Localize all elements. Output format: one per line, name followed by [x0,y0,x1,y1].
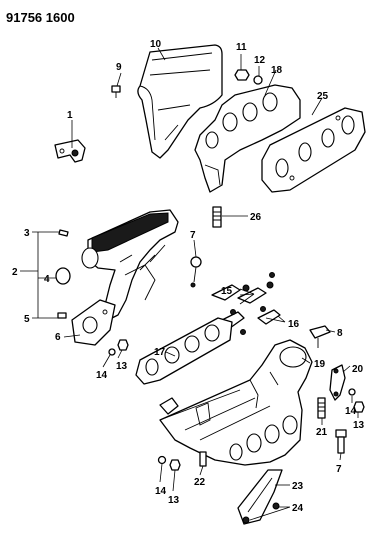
callout-13-right: 13 [353,420,365,431]
stud-26 [212,206,222,228]
washer-14-lower [157,455,167,465]
callout-21: 21 [316,427,328,438]
nut-12 [253,75,263,85]
callout-7-lower: 7 [336,464,342,475]
callout-11: 11 [236,42,247,53]
fitting-8 [309,325,331,348]
callout-9: 9 [116,62,122,73]
callouts: 1 2 3 4 5 6 7 7 8 9 10 11 12 13 13 13 14… [12,39,365,514]
callout-12: 12 [254,55,266,66]
callout-19: 19 [314,359,326,370]
callout-24: 24 [292,503,304,514]
callout-8: 8 [337,328,343,339]
nut-11 [234,69,250,81]
washer-14-upper [108,348,116,356]
exhaust-gasket [261,107,366,193]
callout-2: 2 [12,267,18,278]
callout-17: 17 [154,347,166,358]
callout-26: 26 [250,212,262,223]
callout-1: 1 [67,110,73,121]
callout-6: 6 [55,332,61,343]
nut-13-right [353,401,365,413]
plenum-gasket [71,299,116,346]
bracket-20 [329,364,346,401]
bolt-24 [242,502,280,524]
callout-3: 3 [24,228,30,239]
intake-plenum [81,209,179,321]
figure-id: 91756 1600 [6,10,75,25]
bracket-1 [54,139,86,163]
callout-4: 4 [44,274,50,285]
callout-18: 18 [271,65,283,76]
callout-16: 16 [288,319,300,330]
plug-4 [55,267,71,285]
washer-14-right [348,388,356,396]
bolt-9 [111,85,121,98]
heat-shield-lower [237,469,283,525]
callout-15: 15 [221,286,233,297]
nut-13-lower [169,459,181,471]
callout-13-upper: 13 [116,361,128,372]
screw-3 [58,229,69,237]
intake-gasket [135,317,233,385]
exhaust-manifold [194,84,301,193]
callout-14-upper: 14 [96,370,108,381]
callout-20: 20 [352,364,364,375]
intake-manifold-lower [159,339,313,466]
callout-23: 23 [292,481,304,492]
callout-22: 22 [194,477,206,488]
callout-10: 10 [150,39,162,50]
callout-14-lower: 14 [155,486,167,497]
washer-5 [57,312,67,319]
callout-7-upper: 7 [190,230,196,241]
stud-21 [317,397,326,419]
nut-13-upper [117,339,129,351]
callout-14-right: 14 [345,406,357,417]
callout-25: 25 [317,91,329,102]
callout-13-lower: 13 [168,495,180,506]
callout-5: 5 [24,314,30,325]
bolt-7-upper [190,256,202,288]
leader-lines [20,47,359,521]
bolt-7-lower [335,429,347,454]
stud-22 [199,451,207,467]
heat-shield-upper [137,44,223,159]
